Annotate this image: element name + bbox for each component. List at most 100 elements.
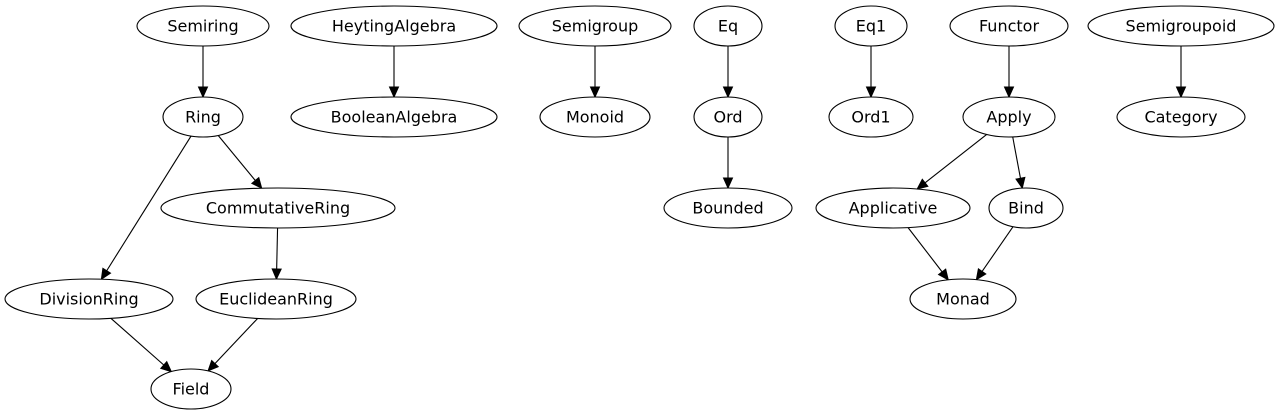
node-ellipse <box>815 187 971 229</box>
arrowhead <box>865 86 877 99</box>
edge-line <box>106 135 192 272</box>
node-ellipse <box>663 187 793 229</box>
edge-line <box>217 135 256 181</box>
node-semigroupoid: Semigroupoid <box>1087 5 1275 47</box>
edge-ord-to-bounded <box>722 137 734 190</box>
arrowhead <box>388 86 400 99</box>
node-eq: Eq <box>693 5 763 47</box>
node-field: Field <box>150 368 232 410</box>
edge-eq1-to-ord1 <box>865 46 877 99</box>
node-label: Ord1 <box>851 108 890 127</box>
node-label: BooleanAlgebra <box>331 108 458 127</box>
edge-bind-to-monad <box>975 226 1014 281</box>
node-ellipse <box>518 5 672 47</box>
node-apply: Apply <box>962 96 1056 138</box>
node-functor: Functor <box>949 5 1069 47</box>
node-ellipse <box>290 96 498 138</box>
node-ellipse <box>828 96 914 138</box>
node-heyting: HeytingAlgebra <box>290 5 498 47</box>
node-ellipse <box>1087 5 1275 47</box>
node-ellipse <box>909 278 1017 320</box>
node-label: Eq1 <box>856 17 886 36</box>
node-applicative: Applicative <box>815 187 971 229</box>
node-ord1: Ord1 <box>828 96 914 138</box>
edges-layer <box>100 46 1187 373</box>
node-ord: Ord <box>693 96 763 138</box>
node-label: Monoid <box>566 108 624 127</box>
node-ellipse <box>693 96 763 138</box>
node-semigroup: Semigroup <box>518 5 672 47</box>
node-eq1: Eq1 <box>834 5 908 47</box>
arrowhead <box>1175 86 1187 99</box>
node-ellipse <box>539 96 651 138</box>
node-ellipse <box>150 368 232 410</box>
node-euclidean: EuclideanRing <box>195 278 357 320</box>
edge-ring-to-division <box>100 135 192 281</box>
node-ellipse <box>962 96 1056 138</box>
node-label: Monad <box>936 290 990 309</box>
edge-semigroup-to-monoid <box>589 46 601 99</box>
edge-line <box>276 227 279 270</box>
edge-commutative-to-euclidean <box>271 227 282 281</box>
arrowhead <box>250 176 263 190</box>
node-ellipse <box>290 5 498 47</box>
arrowhead <box>271 268 282 281</box>
edge-applicative-to-monad <box>907 227 949 281</box>
node-semiring: Semiring <box>136 5 270 47</box>
node-ellipse <box>160 187 396 229</box>
node-label: Field <box>173 380 210 399</box>
node-label: Semiring <box>167 17 238 36</box>
node-label: CommutativeRing <box>206 199 350 218</box>
node-label: HeytingAlgebra <box>332 17 456 36</box>
node-division: DivisionRing <box>4 278 174 320</box>
arrowhead <box>159 360 173 373</box>
nodes-layer: Semiring HeytingAlgebra Semigroup Eq Eq1 Func… <box>4 5 1275 410</box>
edge-line <box>981 226 1014 272</box>
node-commutative: CommutativeRing <box>160 187 396 229</box>
arrowhead <box>722 177 734 190</box>
edge-line <box>110 317 165 366</box>
edge-line <box>1012 136 1021 179</box>
node-label: DivisionRing <box>39 290 138 309</box>
arrowhead <box>975 268 987 281</box>
node-label: Semigroupoid <box>1126 17 1237 36</box>
node-boolean: BooleanAlgebra <box>290 96 498 138</box>
edge-line <box>907 227 943 273</box>
node-label: Ring <box>185 108 221 127</box>
arrowhead <box>589 86 601 99</box>
arrowhead <box>722 86 734 99</box>
edge-euclidean-to-field <box>207 318 259 372</box>
arrowhead <box>100 267 112 281</box>
node-label: Ord <box>713 108 742 127</box>
node-ellipse <box>195 278 357 320</box>
edge-heyting-to-boolean <box>388 46 400 99</box>
node-ellipse <box>834 5 908 47</box>
edge-semigroupoid-to-category <box>1175 46 1187 99</box>
node-label: Bounded <box>692 199 763 218</box>
node-label: Applicative <box>849 199 938 218</box>
node-ellipse <box>136 5 270 47</box>
edge-functor-to-apply <box>1003 46 1015 99</box>
node-ellipse <box>988 187 1064 229</box>
node-label: Bind <box>1008 199 1044 218</box>
node-label: Category <box>1144 108 1217 127</box>
arrowhead <box>916 178 929 190</box>
node-ellipse <box>162 96 244 138</box>
node-label: EuclideanRing <box>219 290 333 309</box>
edge-division-to-field <box>110 317 173 373</box>
node-ellipse <box>949 5 1069 47</box>
node-ellipse <box>693 5 763 47</box>
node-label: Apply <box>986 108 1031 127</box>
node-bounded: Bounded <box>663 187 793 229</box>
edge-line <box>214 318 259 365</box>
edge-apply-to-applicative <box>916 134 988 190</box>
edge-semiring-to-ring <box>197 46 209 99</box>
arrowhead <box>1015 176 1026 190</box>
node-bind: Bind <box>988 187 1064 229</box>
node-category: Category <box>1116 96 1246 138</box>
arrowhead <box>197 86 209 99</box>
node-ellipse <box>1116 96 1246 138</box>
edge-line <box>924 134 988 184</box>
node-ring: Ring <box>162 96 244 138</box>
